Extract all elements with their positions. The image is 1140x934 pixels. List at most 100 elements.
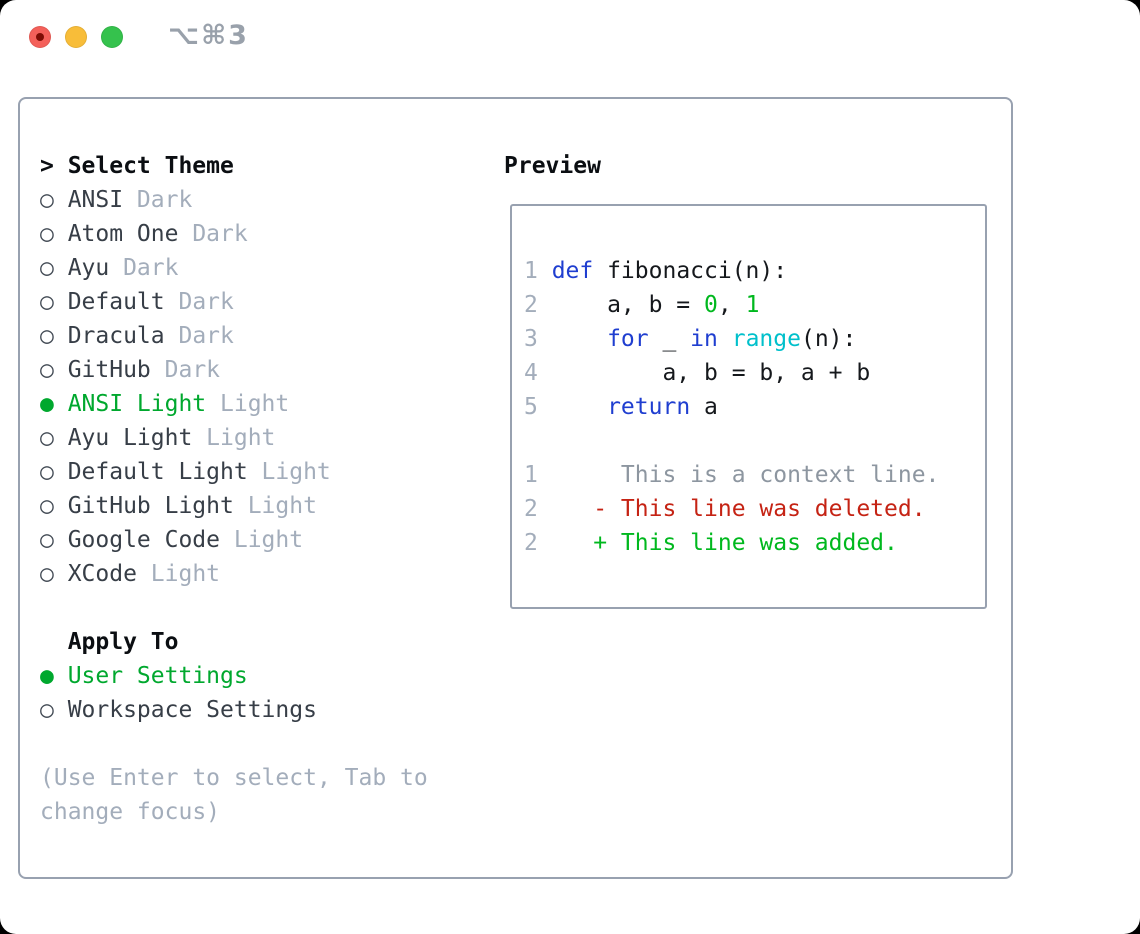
diff-text: This is a context line. (551, 462, 940, 488)
spacer (40, 591, 490, 625)
code-segment-plain: , (717, 292, 746, 318)
window-controls (29, 26, 123, 48)
code-segment-plain: a, b = b, a + b (551, 360, 871, 386)
line-number: 1 (524, 462, 538, 488)
radio-icon: ○ (40, 697, 68, 723)
titlebar: ⌥⌘3 (0, 0, 1140, 70)
theme-name: ANSI Light (67, 391, 207, 417)
theme-option-github-light[interactable]: ○ GitHub Light Light (40, 489, 490, 523)
keyboard-shortcut-indicator: ⌥⌘3 (168, 20, 249, 51)
select-theme-header: > Select Theme (40, 149, 490, 183)
radio-selected-icon: ● (40, 391, 68, 417)
zoom-button[interactable] (101, 26, 123, 48)
code-segment-keyword: for (607, 326, 649, 352)
theme-name: Ayu Light (67, 425, 193, 451)
code-line: 3 for _ in range(n): (524, 322, 985, 356)
code-line: 4 a, b = b, a + b (524, 356, 985, 390)
theme-option-ayu[interactable]: ○ Ayu Dark (40, 251, 490, 285)
theme-name: GitHub (67, 357, 151, 383)
select-theme-title: Select Theme (67, 153, 234, 179)
code-text: return a (552, 390, 718, 424)
radio-icon: ○ (40, 357, 68, 383)
code-segment-plain (552, 326, 607, 352)
code-line: 5 return a (524, 390, 985, 424)
theme-name: Google Code (67, 527, 221, 553)
theme-variant: Light (261, 459, 331, 485)
radio-icon: ○ (40, 561, 68, 587)
theme-name: Dracula (67, 323, 165, 349)
line-number: 2 (524, 496, 538, 522)
code-text: def fibonacci(n): (552, 254, 787, 288)
theme-option-default[interactable]: ○ Default Dark (40, 285, 490, 319)
radio-icon: ○ (40, 493, 68, 519)
code-segment-plain: a (690, 394, 718, 420)
radio-icon: ○ (40, 323, 68, 349)
radio-icon: ○ (40, 289, 68, 315)
diff-preview: 1 This is a context line. 2 - This line w… (524, 458, 985, 560)
code-text: for _ in range(n): (552, 322, 856, 356)
theme-variant: Light (220, 391, 290, 417)
apply-option-workspace-settings[interactable]: ○ Workspace Settings (40, 693, 490, 727)
code-text: a, b = 0, 1 (551, 288, 760, 322)
theme-variant: Light (233, 527, 304, 553)
theme-option-github[interactable]: ○ GitHub Dark (40, 353, 490, 387)
theme-variant: Dark (178, 289, 234, 315)
apply-to-header: Apply To (40, 625, 490, 659)
theme-name: Default Light (67, 459, 248, 485)
code-line: 2 a, b = 0, 1 (524, 288, 985, 322)
theme-name: GitHub Light (67, 493, 234, 519)
radio-selected-icon: ● (40, 663, 68, 689)
radio-icon: ○ (40, 255, 68, 281)
theme-variant: Dark (164, 357, 221, 383)
minimize-button[interactable] (65, 26, 87, 48)
theme-variant: Light (247, 493, 317, 519)
radio-icon: ○ (40, 425, 68, 451)
diff-line-deleted: 2 - This line was deleted. (524, 492, 985, 526)
code-segment-number: 1 (745, 292, 760, 318)
theme-variant: Dark (123, 255, 179, 281)
apply-option-label: Workspace Settings (67, 697, 317, 723)
code-segment-plain: _ (648, 326, 691, 352)
line-number: 2 (524, 292, 538, 318)
apply-to-list: ● User Settings○ Workspace Settings (40, 659, 490, 727)
theme-name: Default (67, 289, 165, 315)
code-line: 1 def fibonacci(n): (524, 254, 985, 288)
theme-variant: Light (206, 425, 276, 451)
code-segment-plain: fibonacci(n): (593, 258, 788, 284)
theme-name: XCode (67, 561, 137, 587)
preview-header: Preview (504, 149, 601, 183)
cursor-arrow-icon: > (40, 153, 54, 179)
apply-option-user-settings[interactable]: ● User Settings (40, 659, 490, 693)
line-number: 1 (524, 258, 538, 284)
theme-name: ANSI (67, 187, 124, 213)
close-button[interactable] (29, 26, 51, 48)
preview-title: Preview (504, 153, 601, 179)
line-number: 5 (524, 394, 538, 420)
theme-option-ansi-light[interactable]: ● ANSI Light Light (40, 387, 490, 421)
code-segment-plain (718, 326, 732, 352)
line-number: 4 (524, 360, 538, 386)
theme-name: Ayu (67, 255, 110, 281)
theme-option-ayu-light[interactable]: ○ Ayu Light Light (40, 421, 490, 455)
theme-variant: Dark (192, 221, 248, 247)
apply-to-title: Apply To (67, 629, 179, 655)
hint-text: (Use Enter to select, Tab to change focu… (40, 765, 428, 825)
spacer (524, 424, 985, 458)
code-segment-keyword: in (690, 326, 718, 352)
diff-line-added: 2 + This line was added. (524, 526, 985, 560)
code-segment-builtin: range (731, 326, 801, 352)
code-segment-plain: a, b = (551, 292, 705, 318)
apply-to-indent (40, 625, 68, 659)
code-segment-keyword: return (607, 394, 691, 420)
theme-variant: Dark (136, 187, 193, 213)
